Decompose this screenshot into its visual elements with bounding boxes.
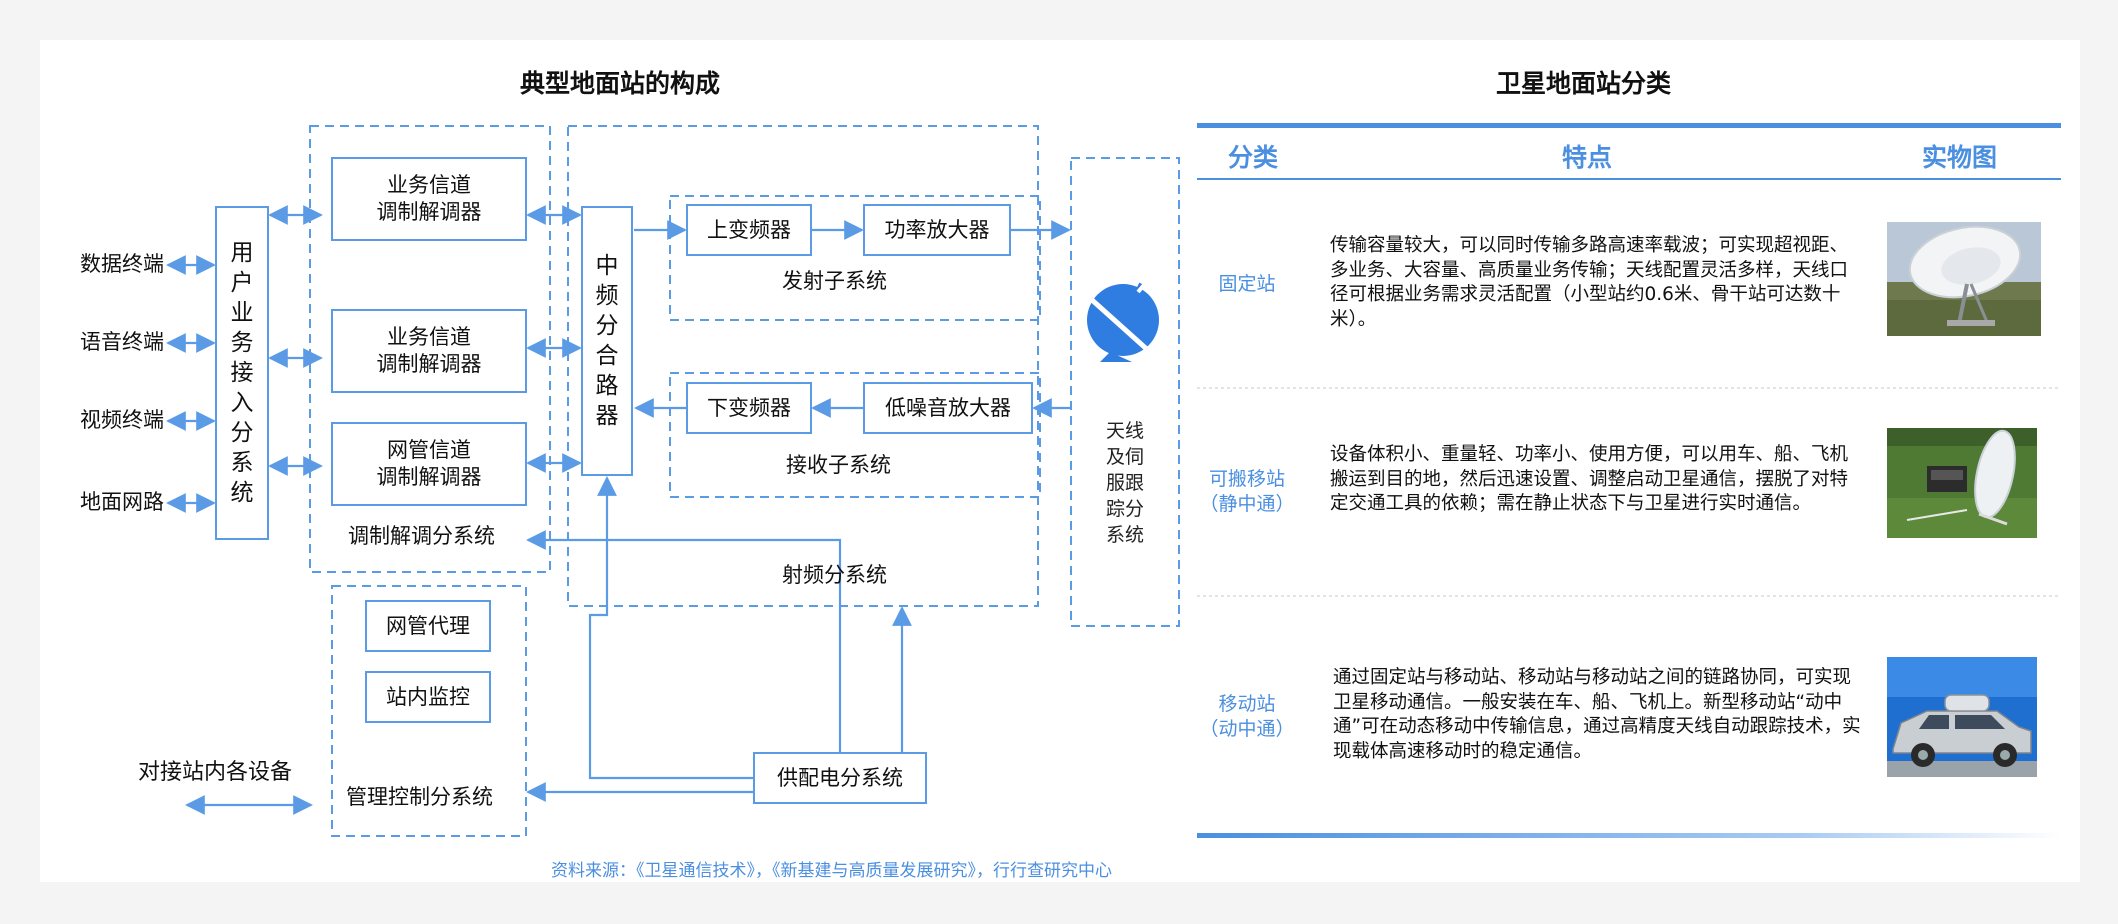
- antenna-line-1: 天线: [1105, 420, 1144, 442]
- modem-1-line-1: 业务信道: [387, 173, 471, 197]
- right-title: 卫星地面站分类: [1496, 69, 1672, 98]
- lna-box: [863, 382, 1033, 434]
- header-category: 分类: [1228, 143, 1279, 172]
- mobile-station-photo: [1887, 657, 2037, 777]
- rf-subsystem-frame: [567, 125, 1039, 607]
- lna-label: 低噪音放大器: [885, 395, 1011, 420]
- header-features: 特点: [1562, 143, 1613, 172]
- modem-1-line-2: 调制解调器: [376, 200, 482, 224]
- modem-3-line-2: 调制解调器: [376, 465, 482, 489]
- row-3-category-line-1: 移动站: [1218, 693, 1276, 715]
- station-monitor-box: [365, 671, 491, 723]
- terminal-ground-network: 地面网路: [80, 490, 164, 514]
- left-title: 典型地面站的构成: [520, 69, 721, 98]
- terminal-voice: 语音终端: [80, 330, 164, 354]
- nms-agent-box: [365, 600, 491, 652]
- antenna-subsystem-label: 天线及伺服跟踪分系统: [1071, 418, 1179, 548]
- user-access-text: 用户业务接入分系统: [230, 240, 254, 506]
- row-2-category: 可搬移站 （静中通）: [1197, 467, 1297, 517]
- upconverter-box: [686, 204, 812, 256]
- modem-3-line-1: 网管信道: [387, 438, 471, 462]
- source-note: 资料来源：《卫星通信技术》，《新基建与高质量发展研究》，行行查研究中心: [551, 861, 1112, 881]
- modem-box-2: [331, 309, 527, 393]
- antenna-line-4: 踪分: [1105, 498, 1144, 520]
- terminal-video: 视频终端: [80, 408, 164, 432]
- row-1-category: 固定站: [1197, 272, 1297, 297]
- table-bottom-rule: [1197, 833, 2061, 838]
- modem-box-3: [331, 422, 527, 506]
- nms-agent-label: 网管代理: [386, 613, 470, 638]
- modem-2-line-2: 调制解调器: [376, 352, 482, 376]
- power-subsystem-label: 供配电分系统: [777, 765, 903, 790]
- station-monitor-label: 站内监控: [386, 684, 470, 709]
- power-amp-label: 功率放大器: [884, 217, 990, 242]
- rf-subsystem-label: 射频分系统: [782, 563, 887, 587]
- modem-box-1: [331, 157, 527, 241]
- modem-2-label: 业务信道调制解调器: [332, 310, 526, 392]
- antenna-line-5: 系统: [1105, 524, 1144, 546]
- row-2-category-line-1: 可搬移站: [1208, 468, 1285, 490]
- rx-subsystem-label: 接收子系统: [786, 453, 891, 477]
- mgmt-subsystem-frame: [331, 585, 527, 837]
- table-top-rule: [1197, 123, 2061, 128]
- user-access-box: [215, 206, 269, 540]
- if-combiner-text: 中频分合路器: [595, 253, 619, 429]
- power-to-if-combiner: [588, 476, 754, 780]
- fixed-station-photo: [1887, 222, 2041, 336]
- user-access-label: 用户业务接入分系统: [216, 207, 268, 539]
- mgmt-subsystem-label: 管理控制分系统: [346, 785, 493, 809]
- docking-label: 对接站内各设备: [138, 760, 293, 785]
- transportable-station-photo: [1887, 428, 2037, 538]
- row-3-category: 移动站 （动中通）: [1197, 692, 1297, 742]
- tx-subsystem-label: 发射子系统: [782, 269, 887, 293]
- satellite-dish-icon: [1087, 276, 1159, 362]
- antenna-line-3: 服跟: [1105, 472, 1144, 494]
- antenna-line-2: 及伺: [1105, 446, 1144, 468]
- row-1-feature: 传输容量较大，可以同时传输多路高速率载波；可实现超视距、多业务、大容量、高质量业…: [1330, 235, 1849, 330]
- tx-subsystem-frame: [669, 195, 1041, 321]
- row-3-category-line-2: （动中通）: [1199, 718, 1295, 740]
- row-3-feature: 通过固定站与移动站、移动站与移动站之间的链路协同，可实现卫星移动通信。一般安装在…: [1333, 667, 1861, 762]
- power-subsystem-box: [753, 752, 927, 804]
- if-combiner-box: [581, 206, 633, 476]
- power-to-modem-subsystem: [526, 530, 842, 753]
- modem-2-line-1: 业务信道: [387, 325, 471, 349]
- header-photo: 实物图: [1922, 143, 1998, 172]
- terminal-data: 数据终端: [80, 252, 164, 276]
- modem-1-label: 业务信道调制解调器: [332, 158, 526, 240]
- rx-subsystem-frame: [669, 372, 1041, 498]
- if-combiner-label: 中频分合路器: [582, 207, 632, 475]
- row-1-category-line-1: 固定站: [1218, 273, 1276, 295]
- row-2-category-line-2: （静中通）: [1199, 493, 1295, 515]
- downconverter-label: 下变频器: [707, 395, 791, 420]
- row-2-feature: 设备体积小、重量轻、功率小、使用方便，可以用车、船、飞机搬运到目的地，然后迅速设…: [1330, 444, 1849, 514]
- power-amp-box: [863, 204, 1011, 256]
- modem-subsystem-label: 调制解调分系统: [348, 524, 495, 548]
- modem-3-label: 网管信道调制解调器: [332, 423, 526, 505]
- antenna-subsystem-frame: [1070, 157, 1180, 627]
- upconverter-label: 上变频器: [707, 217, 791, 242]
